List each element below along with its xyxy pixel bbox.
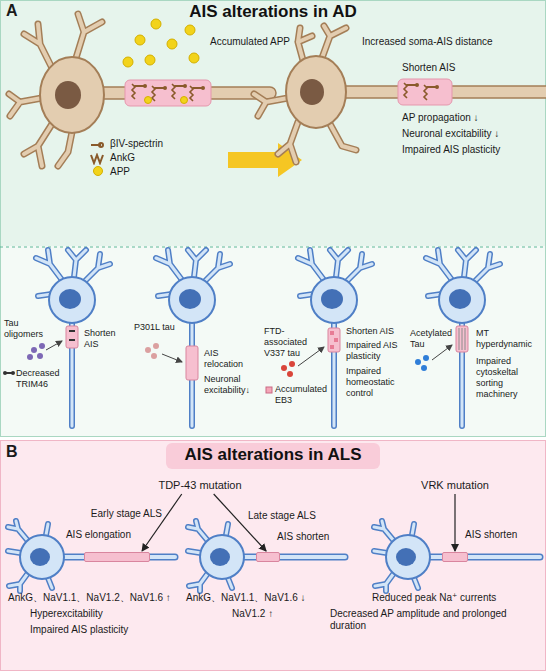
annotation-label: Impaired AIS plasticity [30,624,128,636]
annotation-label: AP propagation ↓ [402,112,479,124]
annotation-label: Acetylated Tau [410,328,456,350]
legend-text: AnkG [110,152,135,163]
node-label: VRK mutation [421,479,489,492]
text-node: TDP-43 mutation [154,478,245,493]
ais-label: AIS shorten [465,529,535,541]
annotation-label: Accumulated EB3 [275,384,327,406]
annotation-label: Neuronal excitability ↓ [402,128,499,140]
annotation-label: Impaired AIS plasticity [346,340,406,362]
edge-label: Late stage ALS [248,510,316,522]
arrow-connector [214,494,266,551]
legend: βIV-spectrinAnkG APP [90,136,163,178]
panel-title: AIS alterations in ALS [0,440,546,465]
annotation-label: Decreased AP amplitude and prolonged dur… [330,608,542,632]
legend-icon [90,153,106,165]
ais-segment: AIS shorten [256,552,280,562]
legend-text: βIV-spectrin [110,138,163,149]
annotation-label: NaV1.2 ↑ [232,608,273,620]
annotation-label: P301L tau [134,322,186,333]
annotation-label: Decreased TRIM46 [16,368,66,390]
panel-letter: B [6,443,18,461]
text-node: VRK mutation [417,478,493,493]
panel-band: AIS alterations in ALS TDP-43 mutationAIS… [0,440,546,671]
legend-icon [90,139,106,151]
legend-swatch [90,151,106,163]
annotation-label: Accumulated APP [210,36,290,48]
panel-letter: A [6,2,18,20]
annotation-label: Shorten AIS [346,326,406,337]
ais-segment: AIS shorten [442,552,468,562]
ais-label: AIS shorten [277,531,347,543]
annotation-label: MT hyperdynamic [476,328,540,350]
panel-title: AIS alterations in AD [0,0,546,22]
legend-icon-path [91,143,103,147]
annotation-label: AnkG、NaV1.1、NaV1.6 ↓ [186,592,306,604]
annotation-label: Impaired cytoskeltal sorting machinery [476,356,540,400]
ais-label: AIS elongation [51,529,131,541]
legend-row: APP [90,164,163,178]
annotation-label: Neuronal excitability↓ [204,374,260,396]
legend-swatch [90,137,106,149]
annotation-label: Impaired AIS plasticity [402,144,500,156]
panel-band: AIS alterations in AD [0,0,546,437]
annotation-label: Hyperexcitability [30,608,103,620]
ais-segment: AIS elongation [84,552,150,562]
annotation-label: Increased soma-AIS distance [362,36,493,48]
legend-icon-path [91,155,103,163]
legend-text: APP [110,166,130,177]
annotation-label: FTD- associated V337 tau [264,326,318,359]
legend-row: βIV-spectrin [90,136,163,150]
legend-dot [93,166,103,176]
annotation-label: Tau oligomers [4,318,50,340]
annotation-label: AnkG、NaV1.1、NaV1.2、NaV1.6 ↑ [8,592,171,604]
legend-swatch [90,165,106,177]
node-label: TDP-43 mutation [158,479,241,492]
annotation-label: Shorten AIS [402,62,455,74]
annotation-label: Impaired homeostatic control [346,366,406,399]
annotation-label: Reduced peak Na⁺ currents [372,592,496,604]
annotation-label: AIS relocation [204,348,260,370]
annotation-label: Shorten AIS [84,328,132,350]
legend-row: AnkG [90,150,163,164]
arrow-connector [454,494,455,551]
arrow-connector [142,494,182,551]
edge-label: Early stage ALS [91,508,162,520]
